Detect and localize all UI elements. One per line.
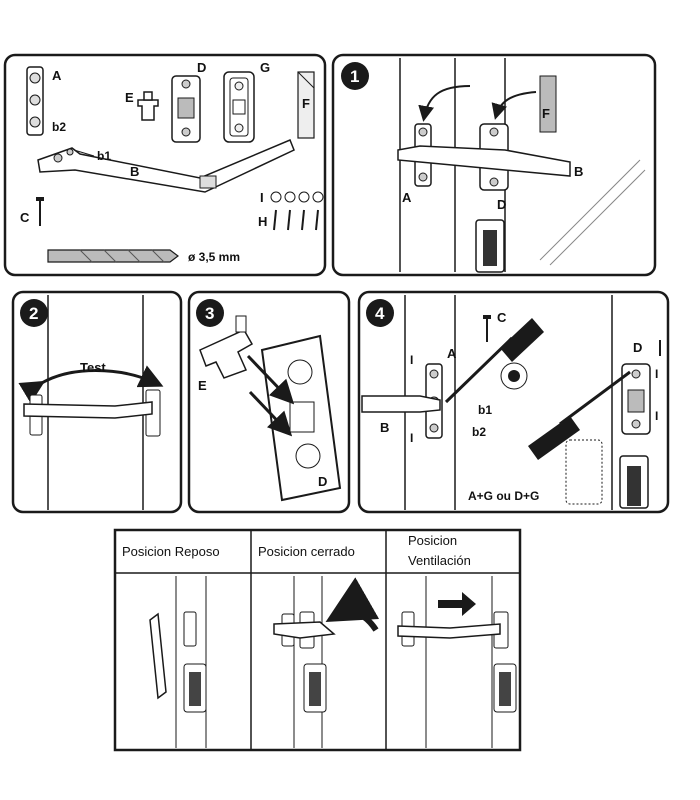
label-i: I bbox=[260, 190, 264, 205]
position-reposo-drawing bbox=[149, 576, 207, 748]
drill-diameter: ø 3,5 mm bbox=[188, 250, 240, 264]
step4-label-b2: b2 bbox=[472, 425, 486, 439]
step1-label-f: F bbox=[542, 106, 550, 121]
step4-label-i3: I bbox=[655, 367, 658, 381]
step1-panel: 1 A B D F bbox=[331, 53, 657, 277]
step3-panel: 3 E D bbox=[187, 290, 351, 514]
part-i-washers bbox=[270, 191, 324, 203]
step3-label-e: E bbox=[198, 378, 207, 393]
step3-number: 3 bbox=[205, 304, 214, 323]
position-ventilacion-drawing bbox=[397, 576, 517, 748]
label-b1: b1 bbox=[97, 149, 111, 163]
step4-label-i2: I bbox=[410, 431, 413, 445]
label-e: E bbox=[125, 90, 134, 105]
step4-panel: 4 A B b1 b2 C D I bbox=[357, 290, 670, 514]
part-c-screw bbox=[36, 197, 44, 226]
step4-number: 4 bbox=[375, 304, 385, 323]
step4-label-d: D bbox=[633, 340, 642, 355]
step2-test: Test bbox=[80, 360, 106, 375]
step1-badge bbox=[341, 62, 369, 90]
label-c: C bbox=[20, 210, 30, 225]
step4-label-c: C bbox=[497, 310, 507, 325]
part-a-plate bbox=[26, 66, 44, 136]
step2-number: 2 bbox=[29, 304, 38, 323]
step4-label-i4: I bbox=[655, 409, 658, 423]
position-ventilacion-label-1: Posicion bbox=[408, 533, 457, 548]
position-cerrado-drawing bbox=[273, 576, 380, 748]
label-a: A bbox=[52, 68, 62, 83]
part-f-strip bbox=[297, 71, 315, 139]
part-g-spacer bbox=[223, 71, 255, 143]
drill-bit bbox=[47, 249, 179, 263]
step1-label-b: B bbox=[574, 164, 583, 179]
step3-badge bbox=[196, 299, 224, 327]
parts-panel: A E D G F bbox=[3, 53, 327, 277]
part-h-screws bbox=[273, 209, 319, 231]
step1-number: 1 bbox=[350, 67, 359, 86]
position-cerrado-label: Posicion cerrado bbox=[258, 544, 355, 559]
positions-panel: Posicion Reposo Posicion cerrado Posicio… bbox=[113, 528, 522, 752]
label-h: H bbox=[258, 214, 267, 229]
part-d-keeper bbox=[171, 75, 201, 143]
step1-label-a: A bbox=[402, 190, 412, 205]
label-f: F bbox=[302, 96, 310, 111]
label-b: B bbox=[130, 164, 139, 179]
step4-label-b: B bbox=[380, 420, 389, 435]
step2-badge bbox=[20, 299, 48, 327]
position-ventilacion-label-2: Ventilación bbox=[408, 553, 471, 568]
step4-label-a: A bbox=[447, 346, 457, 361]
label-d: D bbox=[197, 60, 206, 75]
step3-label-d: D bbox=[318, 474, 327, 489]
label-g: G bbox=[260, 60, 270, 75]
step4-label-i1: I bbox=[410, 353, 413, 367]
label-b2: b2 bbox=[52, 120, 66, 134]
step1-label-d: D bbox=[497, 197, 506, 212]
part-e-bracket bbox=[137, 91, 159, 121]
step4-combo: A+G ou D+G bbox=[468, 489, 539, 503]
step4-label-b1: b1 bbox=[478, 403, 492, 417]
step2-panel: 2 Test bbox=[11, 290, 183, 514]
step4-badge bbox=[366, 299, 394, 327]
position-reposo-label: Posicion Reposo bbox=[122, 544, 220, 559]
